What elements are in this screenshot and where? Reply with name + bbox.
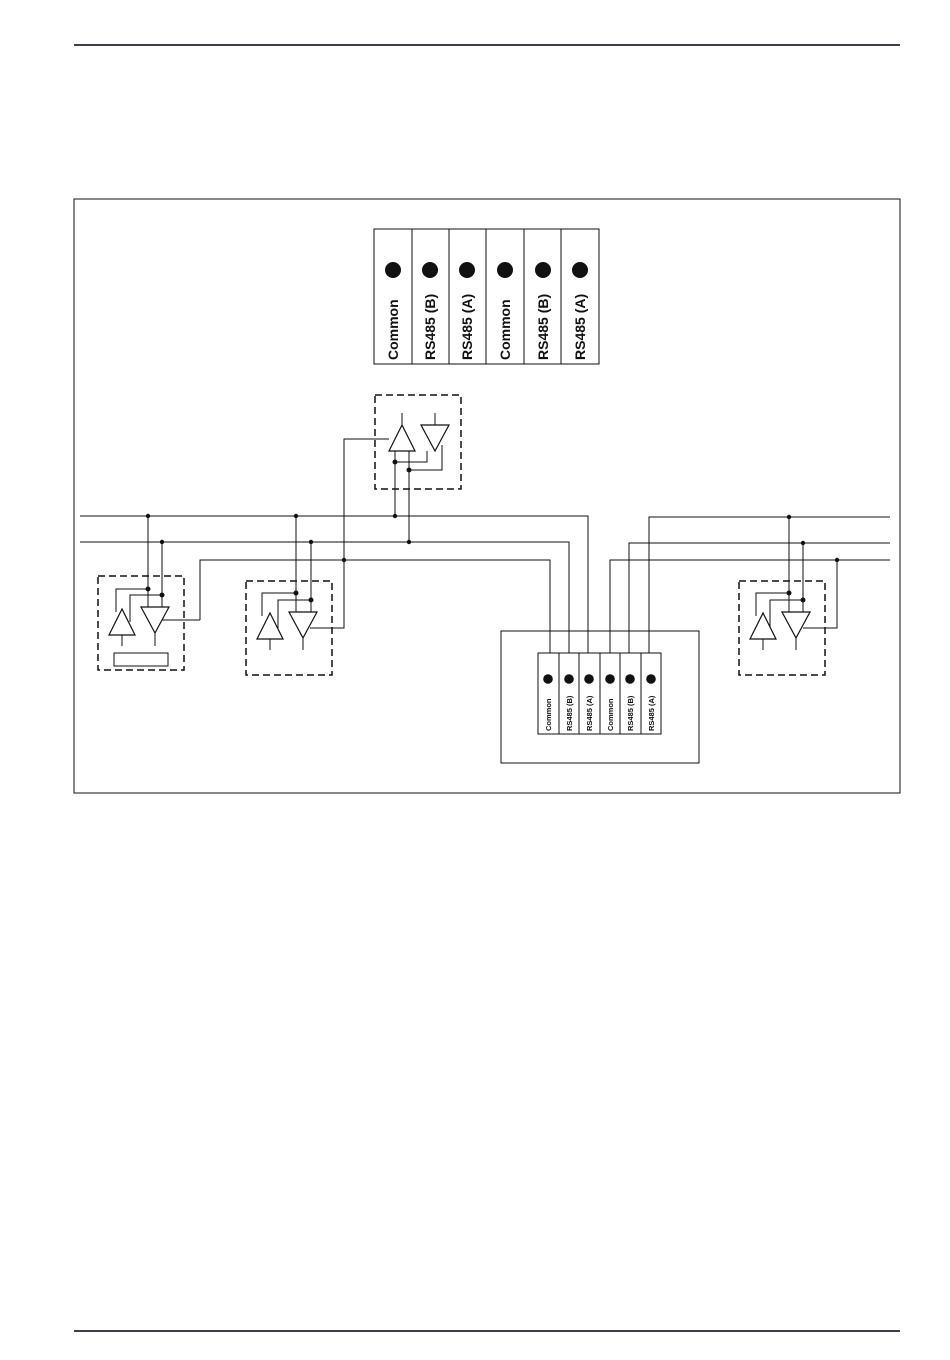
driver-triangle-icon [782, 612, 810, 638]
terminal-label: Common [385, 299, 401, 360]
junction-dot [407, 468, 411, 472]
terminal-label: RS485 (B) [535, 294, 551, 360]
bus-line-b-left [80, 542, 569, 653]
receiver-triangle-icon [750, 613, 776, 639]
terminal-screw[interactable] [605, 674, 615, 684]
transceiver-top [344, 395, 461, 560]
terminal-screw[interactable] [564, 674, 574, 684]
controller-unit: Common RS485 (B) RS485 (A) Common RS485 … [501, 631, 699, 763]
junction-dot [294, 591, 298, 595]
terminal-label: Common [544, 698, 553, 731]
terminal-screw[interactable] [625, 674, 635, 684]
terminal-label: RS485 (A) [572, 294, 588, 360]
junction-dot [393, 460, 397, 464]
transceiver-left-1 [98, 516, 200, 670]
terminal-screw[interactable] [646, 674, 656, 684]
driver-triangle-icon [421, 425, 449, 451]
junction-dots [146, 514, 839, 562]
wire [395, 451, 427, 462]
terminal-label: RS485 (A) [459, 294, 475, 360]
transceiver-top-box [375, 395, 461, 489]
terminal-screw[interactable] [572, 262, 588, 278]
wire [262, 516, 296, 616]
junction-dot [787, 591, 791, 595]
terminal-label: Common [497, 299, 513, 360]
terminal-screw[interactable] [584, 674, 594, 684]
junction-dot [309, 598, 313, 602]
terminal-screw[interactable] [459, 262, 475, 278]
terminal-label: RS485 (A) [647, 695, 656, 731]
wire [310, 560, 344, 628]
terminal-label: Common [606, 698, 615, 731]
bus-line-common-left [186, 560, 550, 653]
terminal-screw[interactable] [535, 262, 551, 278]
terminal-label: RS485 (B) [565, 695, 574, 731]
receiver-triangle-icon [109, 609, 135, 635]
terminal-screw[interactable] [497, 262, 513, 278]
terminal-screw[interactable] [422, 262, 438, 278]
junction-dot [146, 587, 150, 591]
terminal-label: RS485 (A) [585, 695, 594, 731]
bus-line-a-left [80, 516, 588, 653]
terminal-label: RS485 (B) [422, 294, 438, 360]
diagram-frame [74, 199, 900, 793]
transceiver-left-1-box [98, 576, 184, 670]
label-plate [114, 653, 168, 666]
wire [116, 516, 148, 612]
wire [756, 517, 789, 616]
terminal-screw[interactable] [543, 674, 553, 684]
junction-dot [801, 598, 805, 602]
junction-dot [160, 593, 164, 597]
transceiver-right [739, 517, 837, 675]
terminal-label: RS485 (B) [626, 695, 635, 731]
receiver-triangle-icon [389, 425, 415, 451]
driver-triangle-icon [289, 612, 317, 638]
wire [803, 560, 837, 628]
terminal-screw[interactable] [385, 262, 401, 278]
receiver-triangle-icon [257, 613, 283, 639]
terminal-block-large: Common RS485 (B) RS485 (A) Common RS485 … [374, 229, 599, 364]
transceiver-left-2 [246, 516, 344, 675]
